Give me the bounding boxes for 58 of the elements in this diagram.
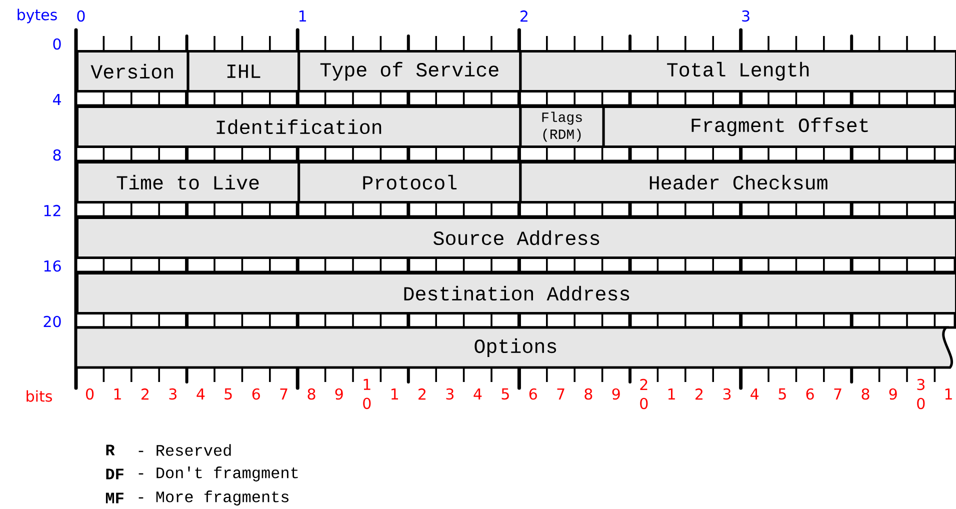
bit-number: 9	[335, 388, 343, 400]
field-box: Source Address	[76, 216, 956, 259]
byte-number: 3	[742, 10, 750, 22]
bit-number: 7	[834, 388, 842, 400]
bit-number: 5	[224, 388, 232, 400]
bit-number: 3	[446, 388, 454, 400]
bit-number: 3	[169, 388, 176, 400]
abbreviation: MF	[106, 492, 124, 504]
abbreviation: DF	[106, 468, 124, 480]
offset-number: 0	[53, 38, 61, 50]
bit-number: 3	[723, 388, 731, 400]
field-box: Destination Address	[76, 272, 956, 314]
axis-label: bytes	[18, 8, 57, 24]
bit-number: 4	[474, 388, 482, 400]
field-box: Version	[76, 50, 190, 92]
field-box: Protocol	[298, 161, 522, 204]
bit-number: 9	[612, 388, 620, 400]
field-box: Total Length	[519, 50, 956, 92]
bit-number: 6	[529, 388, 537, 400]
bit-number: 2	[696, 388, 702, 400]
abbreviation-meaning: - Don't framgment	[138, 466, 298, 482]
bit-number: 8	[862, 388, 870, 400]
byte-number: 2	[520, 10, 528, 22]
bit-number: 8	[584, 388, 592, 400]
bit-number: 0	[86, 388, 94, 400]
offset-number: 4	[53, 94, 61, 105]
bit-number: 1	[945, 388, 952, 400]
bit-number: 4	[750, 388, 759, 400]
bit-number: 7	[557, 388, 564, 400]
bit-number: 6	[806, 388, 814, 400]
bit-number: 8	[308, 388, 316, 400]
byte-number: 0	[77, 10, 85, 22]
bit-number: 1	[114, 388, 121, 400]
field-box: IHL	[186, 50, 300, 92]
axis-label: bits	[26, 390, 52, 402]
field-box: Flags (RDM)	[519, 106, 605, 148]
abbreviation: R	[106, 444, 115, 456]
bit-number: 5	[502, 388, 509, 400]
field-box: Type of Service	[298, 50, 522, 92]
field-box: Options	[74, 326, 954, 369]
offset-number: 20	[44, 316, 61, 328]
bit-number: 9	[889, 388, 897, 400]
bit-number: 6	[252, 388, 260, 400]
bit-number: 1	[391, 388, 398, 400]
offset-number: 8	[53, 149, 61, 161]
bit-number: 4	[196, 388, 205, 400]
bit-number: 2	[142, 388, 148, 400]
abbreviation-meaning: - Reserved	[138, 444, 231, 456]
field-box: Header Checksum	[519, 161, 956, 204]
field-box: Time to Live	[76, 161, 300, 204]
bit-number: 7	[280, 388, 288, 400]
offset-number: 12	[44, 204, 60, 216]
byte-number: 1	[299, 10, 306, 22]
bit-number: 2	[418, 388, 426, 400]
bit-number: 1	[668, 388, 675, 400]
bit-number: 5	[778, 388, 786, 400]
abbreviation-meaning: - More fragments	[138, 490, 288, 506]
offset-number: 16	[44, 260, 61, 272]
